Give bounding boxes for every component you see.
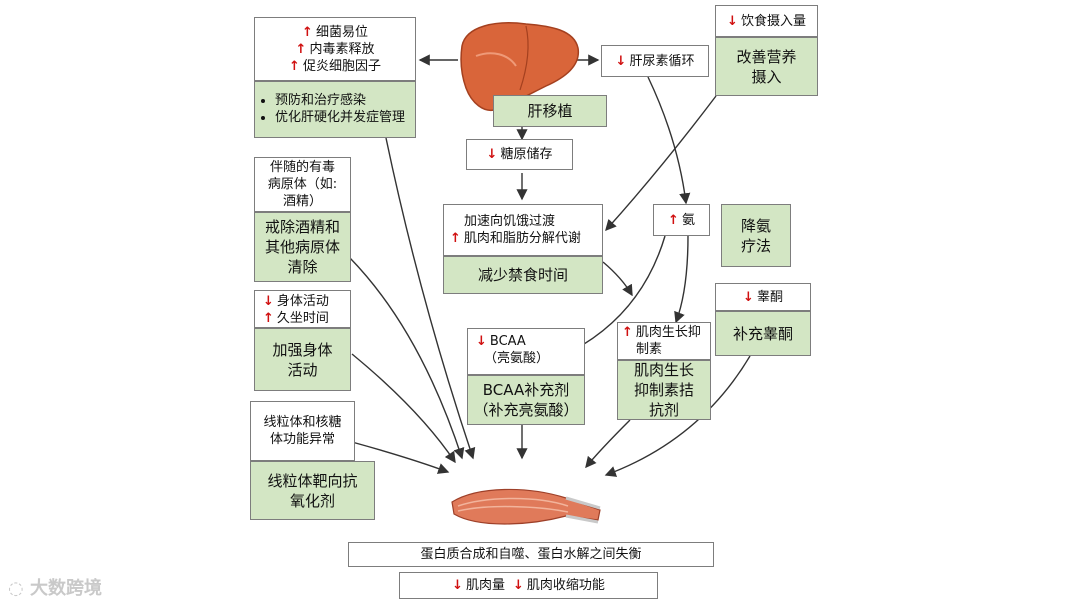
- urea-cycle-label: 肝尿素循环: [616, 53, 694, 70]
- watermark: ◌ 大数跨境: [8, 574, 102, 600]
- antagonist-line-1: 肌肉生长: [633, 361, 694, 379]
- nutrition-line-2: 摄入: [751, 67, 782, 86]
- reduce-fasting-box: 减少禁食时间: [443, 256, 603, 294]
- mito-line-2: 体功能异常: [269, 432, 335, 447]
- physical-activity-box: 身体活动 久坐时间: [254, 290, 351, 328]
- optimize-management-text: 优化肝硬化并发症管理: [275, 109, 415, 126]
- bcaa-supplement-box: BCAA补充剂 （补充亮氨酸）: [467, 375, 585, 425]
- muscle-outcome-box: 肌肉量 肌肉收缩功能: [399, 572, 658, 599]
- nutrition-line-1: 改善营养: [736, 47, 797, 66]
- alcohol-line-3: 清除: [287, 258, 318, 276]
- starvation-box: 加速向饥饿过渡 肌肉和脂肪分解代谢: [443, 204, 603, 256]
- arrow-urea-to-ammonia: [647, 76, 691, 205]
- alcohol-line-2: 其他病原体: [264, 238, 340, 256]
- mito-antioxidant-box: 线粒体靶向抗 氧化剂: [250, 461, 375, 520]
- watermark-text: 大数跨境: [29, 578, 102, 599]
- activity-line-2: 活动: [287, 360, 318, 379]
- infection-treatment-box: 预防和治疗感染 优化肝硬化并发症管理: [254, 81, 416, 138]
- inflammatory-cytokine-text: 促炎细胞因子: [289, 58, 381, 75]
- arrow-ammonia-to-myostatin: [674, 235, 689, 324]
- starvation-line-1: 加速向饥饿过渡: [464, 214, 556, 229]
- testosterone-supplement-label: 补充睾酮: [732, 324, 793, 343]
- ammonia-label: 氨: [668, 212, 695, 229]
- sedentary-time-text: 久坐时间: [263, 310, 350, 327]
- nutrition-box: 改善营养 摄入: [715, 37, 818, 96]
- muscle-function-label: 肌肉收缩功能: [513, 577, 605, 594]
- urea-cycle-box: 肝尿素循环: [601, 45, 709, 77]
- arrow-diet-to-fasting: [605, 95, 717, 232]
- ammonia-therapy-line-1: 降氨: [740, 216, 771, 235]
- toxic-line-2: 病原体（如:: [267, 177, 338, 192]
- enhance-activity-box: 加强身体 活动: [254, 328, 351, 391]
- bcaa-supplement-line-2: （补充亮氨酸）: [473, 401, 579, 419]
- antagonist-line-2: 抑制素拮: [633, 381, 694, 399]
- liver-transplant-label: 肝移植: [527, 102, 573, 120]
- endotoxin-release-text: 内毒素释放: [296, 41, 374, 58]
- antioxidant-line-2: 氧化剂: [289, 491, 335, 510]
- glycogen-box: 糖原储存: [466, 139, 573, 170]
- ammonia-therapy-box: 降氨 疗法: [721, 204, 791, 267]
- muscle-mass-label: 肌肉量: [452, 577, 505, 594]
- arrow-testosterone-to-muscle: [604, 355, 751, 477]
- mitochondria-dysfunction-box: 线粒体和核糖 体功能异常: [250, 401, 355, 461]
- activity-line-1: 加强身体: [272, 340, 333, 359]
- glycogen-label: 糖原储存: [487, 146, 552, 163]
- myostatin-line-2: 制素: [636, 342, 663, 357]
- watermark-logo-icon: ◌: [8, 578, 30, 599]
- alcohol-line-1: 戒除酒精和: [264, 218, 340, 236]
- physical-activity-text: 身体活动: [263, 293, 350, 310]
- arrow-liverbox-to-muscle: [385, 137, 476, 460]
- catabolism-line: 肌肉和脂肪分解代谢: [450, 230, 602, 247]
- ammonia-therapy-line-2: 疗法: [740, 236, 771, 255]
- mito-line-1: 线粒体和核糖: [263, 415, 342, 430]
- protein-imbalance-box: 蛋白质合成和自噬、蛋白水解之间失衡: [348, 542, 714, 567]
- toxic-line-1: 伴随的有毒: [269, 160, 335, 175]
- infection-factors-box: 细菌易位 内毒素释放 促炎细胞因子: [254, 17, 416, 81]
- diet-intake-label: 饮食摄入量: [727, 13, 806, 30]
- ammonia-box: 氨: [653, 204, 710, 236]
- antagonist-line-3: 抗剂: [648, 401, 679, 419]
- arrow-mito-to-muscle: [351, 441, 450, 474]
- arrow-fasting-to-myostatin: [602, 261, 633, 297]
- leucine-label: （亮氨酸）: [484, 351, 550, 366]
- testosterone-supplement-box: 补充睾酮: [715, 311, 811, 356]
- prevent-infection-text: 预防和治疗感染: [275, 92, 415, 109]
- myostatin-line-1: 肌肉生长抑: [622, 324, 710, 341]
- testosterone-box: 睾酮: [715, 283, 811, 311]
- antioxidant-line-1: 线粒体靶向抗: [267, 471, 358, 490]
- bcaa-supplement-line-1: BCAA补充剂: [482, 381, 570, 399]
- diet-intake-box: 饮食摄入量: [715, 5, 818, 37]
- reduce-fasting-label: 减少禁食时间: [477, 266, 568, 284]
- alcohol-cessation-box: 戒除酒精和 其他病原体 清除: [254, 212, 351, 282]
- myostatin-antagonist-box: 肌肉生长 抑制素拮 抗剂: [617, 360, 711, 420]
- myostatin-box: 肌肉生长抑 制素: [617, 322, 711, 360]
- liver-transplant-box: 肝移植: [493, 95, 607, 127]
- arrow-myostatin-to-muscle: [585, 419, 631, 469]
- bcaa-label: BCAA: [476, 333, 584, 350]
- testosterone-label: 睾酮: [743, 289, 783, 306]
- arrow-activity-to-muscle: [351, 353, 456, 464]
- toxic-line-3: 酒精）: [282, 194, 322, 209]
- bacterial-translocation-text: 细菌易位: [302, 24, 368, 41]
- bcaa-level-box: BCAA （亮氨酸）: [467, 328, 585, 375]
- toxic-pathogen-box: 伴随的有毒 病原体（如: 酒精）: [254, 157, 351, 212]
- protein-imbalance-label: 蛋白质合成和自噬、蛋白水解之间失衡: [420, 547, 642, 562]
- arrow-alcohol-to-muscle: [349, 257, 465, 460]
- liver-illustration: [460, 22, 579, 112]
- muscle-illustration: [451, 488, 601, 525]
